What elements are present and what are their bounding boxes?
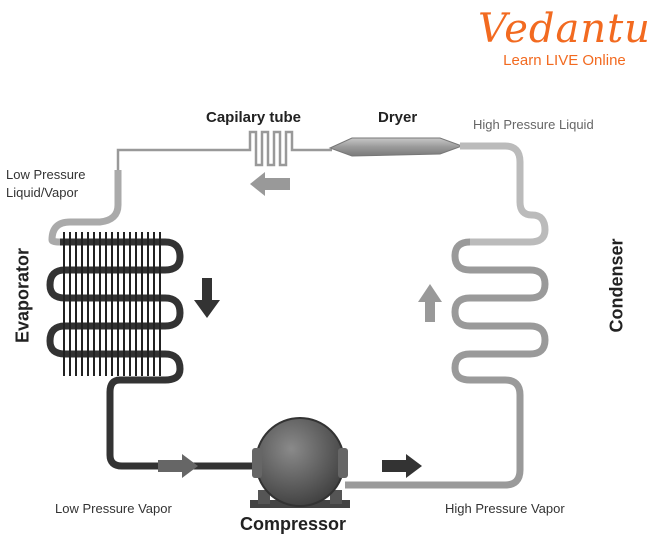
- vedantu-logo: Vedantu Learn LIVE Online: [478, 6, 651, 70]
- capillary-line: [116, 148, 246, 200]
- evaporator-fins: [63, 232, 161, 376]
- low-pressure-vapor-label: Low Pressure Vapor: [55, 501, 172, 516]
- capillary-tube-label: Capilary tube: [206, 109, 302, 126]
- arrow-up-icon: [418, 284, 442, 322]
- high-pressure-liquid-label: High Pressure Liquid: [473, 117, 594, 132]
- arrow-down-icon: [194, 278, 220, 318]
- compressor-label: Compressor: [240, 514, 347, 534]
- high-pressure-liquid-pipe: [460, 142, 549, 246]
- arrow-left-icon: [250, 172, 290, 196]
- condenser-label: Condenser: [606, 238, 627, 333]
- low-pressure-liquid-vapor-label-1: Low Pressure: [6, 167, 86, 182]
- arrow-right-icon: [382, 454, 422, 478]
- low-pressure-pipe: [48, 170, 122, 246]
- arrow-right-icon: [158, 454, 198, 478]
- dryer-label: Dryer: [378, 109, 418, 126]
- compressor: [250, 417, 350, 508]
- high-pressure-vapor-label: High Pressure Vapor: [445, 501, 565, 516]
- logo-wordmark: Vedantu: [478, 6, 651, 52]
- low-pressure-liquid-vapor-label-2: Liquid/Vapor: [6, 185, 79, 200]
- condenser-coil: [345, 238, 549, 489]
- capillary-tube-coil: [246, 130, 332, 167]
- evaporator-label: Evaporator: [12, 247, 33, 344]
- logo-tagline: Learn LIVE Online: [503, 52, 626, 69]
- dryer: [328, 137, 464, 157]
